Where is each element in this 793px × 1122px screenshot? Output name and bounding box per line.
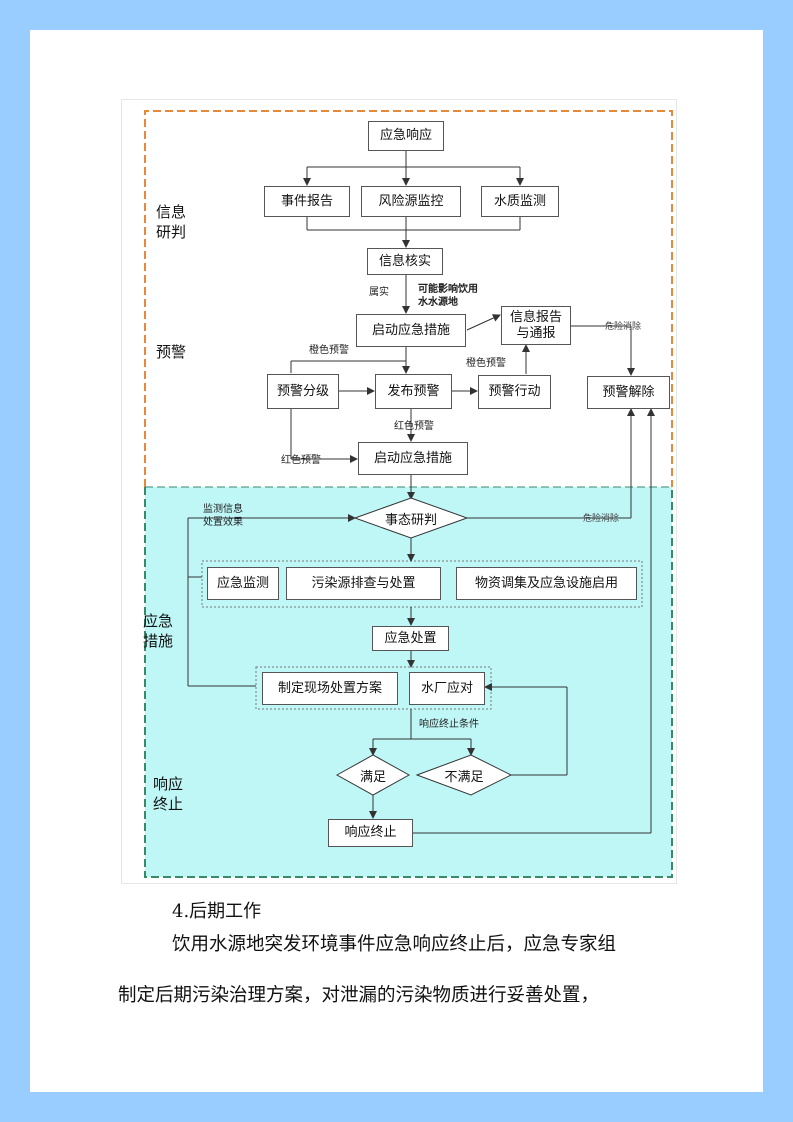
box-waterworks-response: 水厂应对 — [409, 672, 485, 705]
situation-assessment-text: 事态研判 — [384, 512, 437, 528]
label-red-warning-2: 红色预警 — [281, 455, 321, 466]
box-water-quality-monitoring: 水质监测 — [481, 186, 559, 217]
box-start-emergency-measures-1: 启动应急措施 — [356, 314, 466, 347]
label-orange-warning-2: 橙色预警 — [466, 358, 506, 369]
not-satisfied-diamond — [415, 754, 513, 796]
box-warning-grading: 预警分级 — [267, 374, 339, 409]
section-termination-label: 响应 终止 — [153, 774, 183, 814]
flowchart-canvas — [121, 99, 677, 884]
box-issue-warning: 发布预警 — [375, 374, 452, 409]
label-danger-eliminated-2: 危险消除 — [583, 514, 620, 524]
section-measures-line1: 应急 — [143, 612, 174, 630]
box-start-emergency-measures-2: 启动应急措施 — [358, 442, 468, 475]
box-response-end: 响应终止 — [328, 819, 413, 847]
satisfied-diamond — [335, 754, 411, 796]
connectors — [187, 151, 655, 834]
paragraph-line1: 饮用水源地突发环境事件应急响应终止后，应急专家组 — [172, 934, 617, 955]
label-monitoring-info-line1: 监测信息 — [203, 504, 243, 515]
box-pollution-source-check: 污染源排查与处置 — [286, 567, 441, 600]
info-report-line2: 与通报 — [516, 325, 556, 341]
box-event-report: 事件报告 — [264, 186, 350, 217]
label-confirmed: 属实 — [369, 287, 389, 298]
upper-region-border — [144, 110, 673, 487]
box-risk-source-monitoring: 风险源监控 — [361, 186, 461, 217]
label-may-affect-line2: 水水源地 — [418, 297, 458, 308]
box-materials-deploy: 物资调集及应急设施启用 — [456, 567, 637, 600]
info-report-line1: 信息报告 — [509, 309, 562, 325]
section-heading: 4.后期工作 — [172, 901, 262, 922]
label-termination-conditions: 响应终止条件 — [419, 719, 479, 730]
not-satisfied-text: 不满足 — [444, 769, 484, 785]
paragraph-line2: 制定后期污染治理方案，对泄漏的污染物质进行妥善处置， — [118, 985, 600, 1006]
box-info-report: 信息报告 与通报 — [501, 306, 571, 345]
label-danger-eliminated-1: 危险消除 — [605, 322, 642, 332]
situation-assessment-diamond — [353, 497, 469, 539]
label-monitoring-info-line2: 处置效果 — [203, 517, 243, 528]
section-info-line1: 信息 — [156, 203, 187, 221]
section-measures-line2: 措施 — [143, 632, 174, 650]
box-warning-action: 预警行动 — [478, 375, 551, 409]
box-emergency-monitoring: 应急监测 — [207, 567, 279, 600]
measures-group-outline — [201, 560, 643, 608]
box-warning-release: 预警解除 — [587, 376, 670, 409]
measures-region-fill — [145, 487, 672, 877]
box-info-verification: 信息核实 — [367, 248, 443, 275]
box-emergency-response: 应急响应 — [368, 121, 444, 151]
label-orange-warning-1: 橙色预警 — [309, 345, 349, 356]
section-measures-label: 应急 措施 — [143, 611, 173, 651]
section-termination-line1: 响应 — [153, 775, 184, 793]
section-warning-label: 预警 — [156, 343, 187, 361]
label-may-affect-line1: 可能影响饮用 — [418, 284, 478, 295]
label-red-warning-1: 红色预警 — [394, 421, 434, 432]
section-info-label: 信息 研判 — [156, 202, 186, 242]
emergency-flowchart: 信息 研判 预警 应急 措施 响应 终止 应急响应 事件报告 风险源监控 水质监… — [121, 99, 677, 884]
lower-region-border — [144, 487, 673, 878]
box-emergency-disposal: 应急处置 — [372, 626, 449, 651]
box-onsite-plan: 制定现场处置方案 — [262, 672, 398, 705]
section-info-line2: 研判 — [156, 223, 187, 241]
satisfied-text: 满足 — [359, 769, 386, 785]
section-termination-line2: 终止 — [153, 795, 184, 813]
